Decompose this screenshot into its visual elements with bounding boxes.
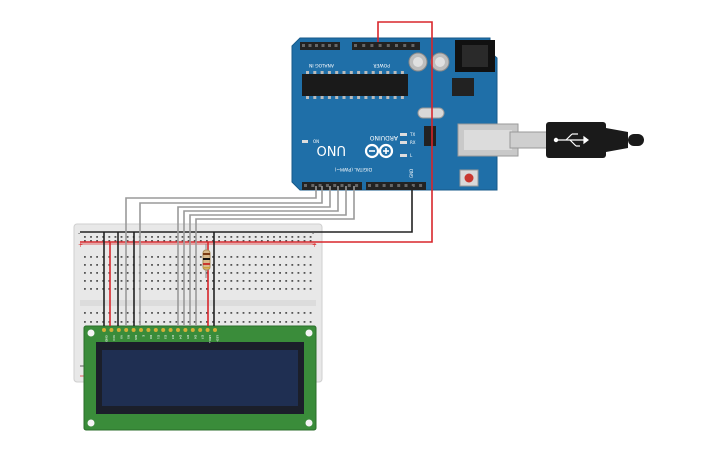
lcd-pin [161,328,166,332]
lcd-pin-label: D2 [164,335,168,339]
digital-header-high [366,182,426,190]
power-label: POWER [373,62,390,68]
analog-header [300,42,340,50]
rail-plus-label: + [78,242,83,249]
lcd-pin-label: VCC [112,335,116,341]
lcd-pin [205,328,210,332]
lcd-pin-label: D6 [193,335,197,339]
lcd-pin-label: RS [127,335,131,339]
l-label: L [410,153,413,158]
lcd-pin [168,328,173,332]
wires [80,21,433,326]
on-label: ON [313,139,319,144]
mount-hole [305,419,313,427]
resistor[interactable] [202,244,211,278]
l-led [400,154,407,157]
lcd-pin [139,328,143,332]
wire-signal[interactable] [183,186,339,326]
digital-label: DIGITAL (PWM~) [334,166,372,172]
lcd-pin [176,328,180,332]
rx-led [400,141,407,144]
lcd-pin-label: D7 [201,335,205,339]
wire-signal[interactable] [189,186,347,326]
mount-hole [87,419,95,427]
lcd-pin [109,328,114,332]
arduino-uno[interactable]: ANALOG IN POWER ARDUINO UNO ON TX [291,37,519,191]
digital-header-low [302,182,362,190]
lcd-pin [116,328,121,332]
mount-hole [87,329,95,337]
power-header [352,42,420,50]
usb-icon [553,133,589,147]
lcd-pin [190,328,195,332]
lcd-pin-label: RW [134,335,138,340]
crystal [417,107,445,119]
uno-label: UNO [317,142,346,157]
lcd-pin [198,328,203,332]
arduino-logo-icon [364,143,394,159]
lcd-pin-label: D1 [156,335,160,339]
microcontroller-chip [302,74,408,96]
lcd-pin [146,328,151,332]
tx-label: TX [409,132,415,137]
on-led [302,140,308,143]
lcd-pin-label: D3 [171,335,175,339]
usb-cable[interactable] [509,122,644,158]
lcd-pin-label: LED- [216,335,220,342]
lcd-pin-label: GND [105,335,109,343]
lcd-screen [102,350,298,406]
wire-signal[interactable] [177,186,331,326]
lcd-pin-label: V0 [119,335,123,339]
rail-minus-label: - [78,230,80,237]
rail-plus-label-right: + [312,242,317,249]
lcd-pin-label: D5 [186,335,190,339]
arduino-brand: ARDUINO [369,134,398,141]
lcd-pin-label: D0 [149,335,153,339]
lcd-pin [124,328,129,332]
voltage-regulator [452,78,474,96]
lcd-pin [183,328,188,332]
tx-led [400,133,407,136]
lcd-pin [102,328,106,332]
lcd-pin-label: D4 [179,335,183,339]
wire-signal[interactable] [125,186,317,326]
lcd-pin-label: LED+ [208,335,212,344]
wire-signal[interactable] [139,186,323,326]
lcd-pin [213,328,217,332]
lcd-pin [131,328,136,332]
mount-hole [305,329,313,337]
rx-label: RX [410,140,416,145]
gnd-label: GND [409,169,414,178]
wire-signal[interactable] [195,186,355,326]
reset-button-icon [464,173,474,183]
lcd-pin-label: E [142,335,146,337]
wire-5v[interactable] [80,21,433,243]
lcd-pin [153,328,158,332]
rail-minus-label-right: - [312,230,314,237]
analog-in-label: ANALOG IN [309,62,334,68]
